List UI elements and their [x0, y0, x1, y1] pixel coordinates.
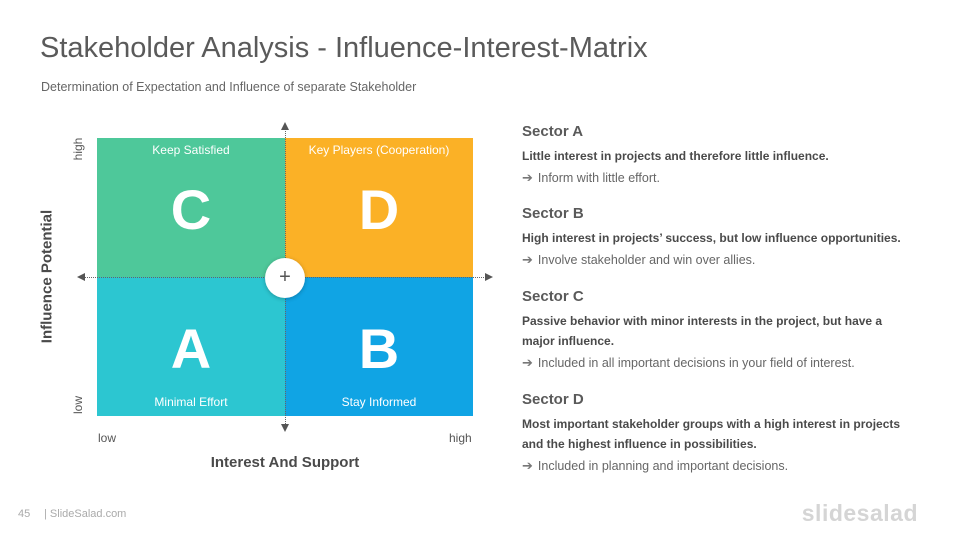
sector-d-note: ➔ Included in planning and important deci…	[522, 458, 932, 474]
quadrant-c-letter: C	[170, 178, 212, 241]
sector-d-note-text: Included in planning and important decis…	[537, 459, 789, 473]
sector-c-description: Passive behavior with minor interests in…	[522, 314, 883, 348]
sector-c: Sector C Passive behavior with minor int…	[522, 288, 932, 371]
sector-d: Sector D Most important stakeholder grou…	[522, 391, 932, 474]
footer-site: | SlideSalad.com	[44, 508, 127, 520]
y-axis-title: Influence Potential	[38, 209, 56, 344]
quadrant-d-letter: D	[358, 178, 400, 241]
sector-a-description: Little interest in projects and therefor…	[522, 149, 829, 163]
arrow-right-icon: ➔	[522, 252, 533, 267]
arrow-right-icon: ➔	[522, 170, 533, 185]
arrow-down-icon	[281, 424, 289, 432]
y-axis-high-label: high	[71, 137, 85, 161]
page-title: Stakeholder Analysis - Influence-Interes…	[40, 32, 648, 64]
quadrant-d-label: Key Players (Cooperation)	[308, 143, 450, 157]
quadrant-b-label: Stay Informed	[341, 395, 417, 409]
quadrant-b: B Stay Informed	[285, 277, 473, 416]
quadrant-b-letter: B	[358, 317, 400, 380]
x-axis-title: Interest And Support	[210, 454, 360, 471]
arrow-left-icon	[77, 273, 85, 281]
sector-b-title: Sector B	[522, 205, 584, 222]
sector-d-description: Most important stakeholder groups with a…	[522, 417, 901, 451]
arrow-right-icon: ➔	[522, 355, 533, 370]
quadrant-a: A Minimal Effort	[97, 277, 285, 416]
page-number: 45	[18, 508, 31, 520]
brand-logo: slidesalad	[801, 500, 918, 526]
arrow-right-icon	[485, 273, 493, 281]
quadrant-c: Keep Satisfied C	[97, 138, 285, 277]
arrow-up-icon	[281, 122, 289, 130]
plus-icon: +	[265, 258, 305, 298]
quadrant-a-letter: A	[170, 317, 212, 380]
x-axis-high-label: high	[449, 431, 472, 445]
sector-c-note: ➔ Included in all important decisions in …	[522, 355, 932, 371]
sector-b-note: ➔ Involve stakeholder and win over allies…	[522, 252, 932, 268]
sector-a-title: Sector A	[522, 123, 584, 140]
sector-b: Sector B High interest in projects’ succ…	[522, 205, 932, 268]
sector-c-title: Sector C	[522, 288, 584, 305]
sector-a-note: ➔ Inform with little effort.	[522, 170, 932, 186]
page-subtitle: Determination of Expectation and Influen…	[41, 80, 417, 94]
sector-a-note-text: Inform with little effort.	[537, 171, 660, 185]
quadrant-d: Key Players (Cooperation) D	[285, 138, 473, 277]
quadrant-a-label: Minimal Effort	[154, 395, 228, 409]
x-axis-low-label: low	[98, 431, 117, 445]
sector-a: Sector A Little interest in projects and…	[522, 123, 932, 186]
sector-d-title: Sector D	[522, 391, 584, 408]
y-axis-low-label: low	[71, 396, 85, 415]
sector-b-description: High interest in projects’ success, but …	[522, 231, 901, 245]
quadrant-c-label: Keep Satisfied	[152, 143, 230, 157]
sector-c-note-text: Included in all important decisions in y…	[537, 356, 855, 370]
arrow-right-icon: ➔	[522, 458, 533, 473]
sector-b-note-text: Involve stakeholder and win over allies.	[537, 253, 756, 267]
